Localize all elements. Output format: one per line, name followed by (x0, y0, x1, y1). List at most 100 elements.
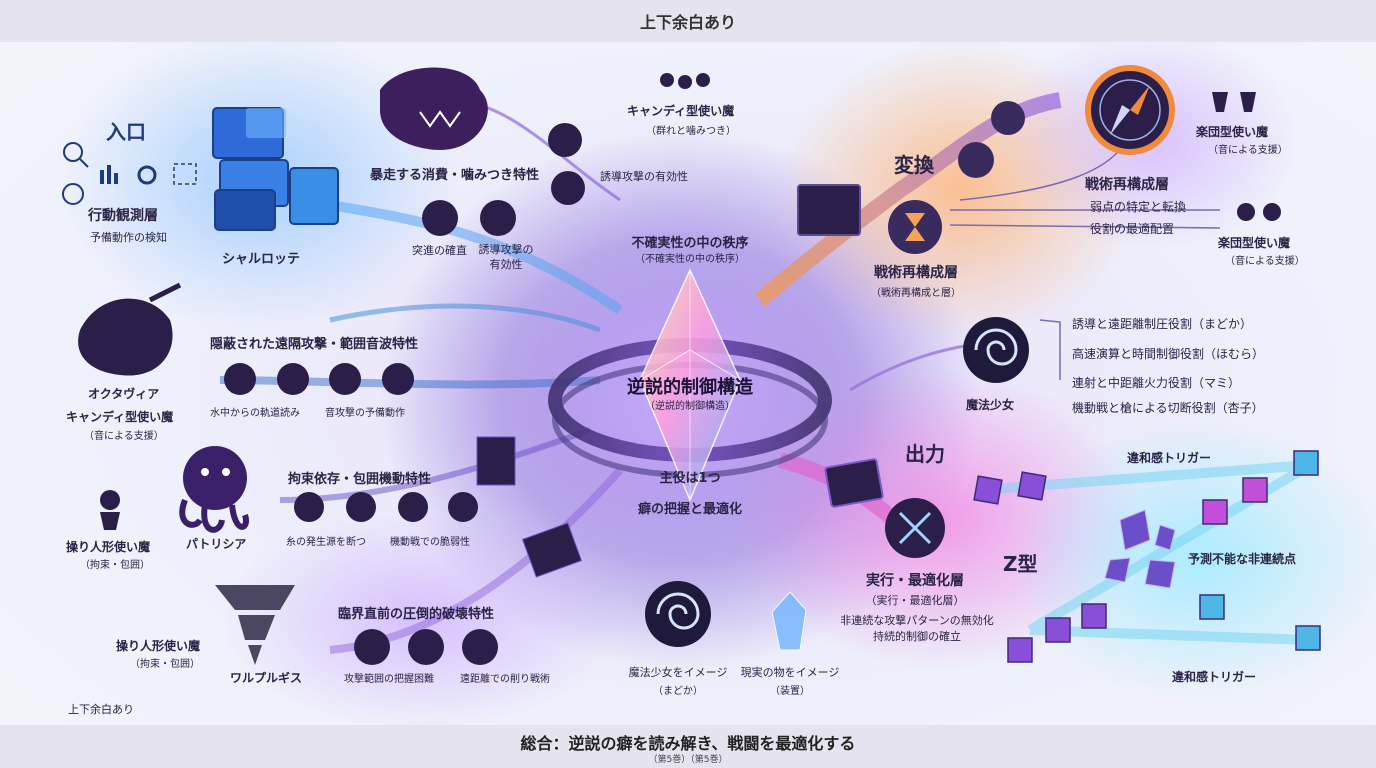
transform-heading: 変換 (894, 153, 934, 177)
unpredictable-label: 予測不能な非連続点 (1188, 552, 1297, 566)
output-monitor (824, 458, 884, 508)
core-main: 主役は1つ (659, 471, 721, 486)
entrance-layer: 行動観測層 (88, 208, 158, 224)
band-familiar-1 (1212, 92, 1256, 112)
center-tablet (521, 522, 583, 578)
core-habit: 癖の把握と最適化 (637, 502, 743, 517)
node-octavia-4 (382, 363, 414, 395)
tactics-point2: 役割の最適配置 (1090, 222, 1175, 236)
node-walpurgis-1 (354, 629, 390, 665)
z-cubes (973, 450, 1321, 663)
octavia-trait: 隠蔽された遠隔攻撃・範囲音波特性 (210, 337, 419, 352)
core-order: 不確実性の中の秩序 (631, 236, 749, 251)
role-madoka: 誘導と遠距離制圧役割（まどか） (1072, 317, 1253, 331)
tactics-point1: 弱点の特定と転換 (1090, 200, 1187, 214)
node-octavia-1 (224, 363, 256, 395)
candy-cat-2 (678, 75, 692, 89)
candy-sub: （群れと噛みつき） (646, 126, 736, 137)
octavia-node1: 水中からの軌道読み (210, 408, 300, 419)
core-title: 逆説的制御構造 (627, 377, 753, 398)
charlotte-node2: 誘導攻撃の有効性 (478, 243, 534, 271)
real-img-label: 現実の物をイメージ (740, 666, 840, 679)
trigger-top: 違和感トリガー (1127, 451, 1212, 465)
clock-icon (991, 101, 1025, 135)
node-octavia-3 (329, 363, 361, 395)
madoka-swirl-icon (645, 581, 711, 647)
patricia-label: パトリシア (186, 537, 247, 551)
transform-layer: 戦術再構成層 (874, 265, 958, 281)
magical-girl-label: 魔法少女 (966, 398, 1015, 412)
patricia-figure (183, 446, 247, 510)
flow-octavia (329, 303, 601, 333)
octavia-label: オクタヴィア (88, 387, 160, 401)
node-walpurgis-3 (462, 629, 498, 665)
footer-summary: 総合：逆説の癖を読み解き、戦闘を最適化する (520, 734, 856, 753)
patricia-node2: 機動戦での脆弱性 (390, 537, 470, 548)
transform-monitor (797, 184, 861, 236)
entrance-heading: 入口 (106, 120, 146, 144)
band2-sub: （音による支援） (1225, 256, 1305, 267)
octavia-familiar: キャンディ型使い魔 (66, 410, 174, 424)
madoka-img-sub: （まどか） (653, 686, 703, 697)
shatter-icon (1104, 509, 1176, 589)
walpurgis-label: ワルプルギス (230, 671, 303, 685)
octavia-figure (78, 298, 173, 376)
node-charlotte-3 (548, 123, 582, 157)
z-label: Z型 (1003, 552, 1038, 576)
node-patricia-3 (398, 492, 428, 522)
monitor-4 (289, 167, 339, 225)
madoka-img-label: 魔法少女をイメージ (628, 666, 728, 679)
footer: 総合：逆説の癖を読み解き、戦闘を最適化する （第5巻）（第5巻） (0, 725, 1376, 768)
arrow-point2 (949, 224, 1221, 229)
band1-sub: （音による支援） (1208, 145, 1288, 156)
output-layer-sub: （実行・最適化層） (865, 594, 965, 607)
calendar-icon (958, 142, 994, 178)
octavia-node2: 音攻撃の予備動作 (325, 408, 405, 419)
node-charlotte-2 (480, 200, 516, 236)
walpurgis-familiar-sub: （拘束・包囲） (130, 659, 200, 670)
band2-label: 楽団型使い魔 (1218, 236, 1291, 250)
trigger-bottom: 違和感トリガー (1172, 670, 1257, 684)
candy-cat-1 (660, 73, 674, 87)
transform-layer-sub: （戦術再構成と層） (871, 288, 961, 299)
walpurgis-trait: 臨界直前の圧倒的破壊特性 (338, 607, 495, 622)
output-desc2: 持続的制御の確立 (873, 630, 961, 643)
band-familiar-2 (1237, 203, 1255, 221)
core-title-sub: （逆説的制御構造） (645, 401, 735, 412)
node-walpurgis-2 (408, 629, 444, 665)
walpurgis-figure (215, 585, 295, 665)
entrance-sub: 予備動作の検知 (90, 231, 167, 244)
patricia-familiar: 操り人形使い魔 (66, 540, 151, 554)
band1-label: 楽団型使い魔 (1196, 125, 1269, 139)
flow-girl (849, 343, 971, 392)
charlotte-trait: 暴走する消費・噛みつき特性 (370, 168, 540, 183)
roles-bracket (1039, 319, 1061, 380)
candy-cat-3 (696, 73, 710, 87)
bar-chart-icon (100, 165, 118, 184)
girl-swirl-icon (963, 317, 1029, 383)
candy-title: キャンディ型使い魔 (627, 104, 735, 118)
charlotte-label: シャルロッテ (222, 252, 301, 267)
node-patricia-2 (346, 492, 376, 522)
header-title: 上下余白あり (0, 0, 1376, 42)
walpurgis-glow (220, 510, 620, 730)
search-icon (63, 142, 83, 162)
node-patricia-4 (448, 492, 478, 522)
patricia-trait: 拘束依存・包囲機動特性 (288, 472, 432, 487)
side-label: 上下余白あり (68, 703, 134, 716)
gear-icon (137, 165, 157, 185)
node-charlotte-4 (551, 171, 585, 205)
charlotte-guide: 誘導攻撃の有効性 (600, 170, 688, 183)
walpurgis-node2: 遠距離での削り戦術 (460, 674, 550, 685)
role-kyoko: 機動戦と槍による切断役割（杏子） (1072, 401, 1264, 415)
patricia-node1: 糸の発生源を断つ (286, 537, 366, 548)
node-patricia-1 (294, 492, 324, 522)
role-homura: 高速演算と時間制御役割（ほむら） (1072, 347, 1265, 361)
flow-entrance (299, 195, 623, 315)
charlotte-node1: 突進の確直 (412, 244, 467, 257)
hourglass-icon (888, 200, 942, 254)
role-mami: 連射と中距離火力役割（マミ） (1072, 376, 1241, 390)
walpurgis-node1: 攻撃範囲の把握困難 (344, 674, 434, 685)
monitor-3 (214, 189, 276, 231)
tactics-layer: 戦術再構成層 (1085, 177, 1169, 193)
